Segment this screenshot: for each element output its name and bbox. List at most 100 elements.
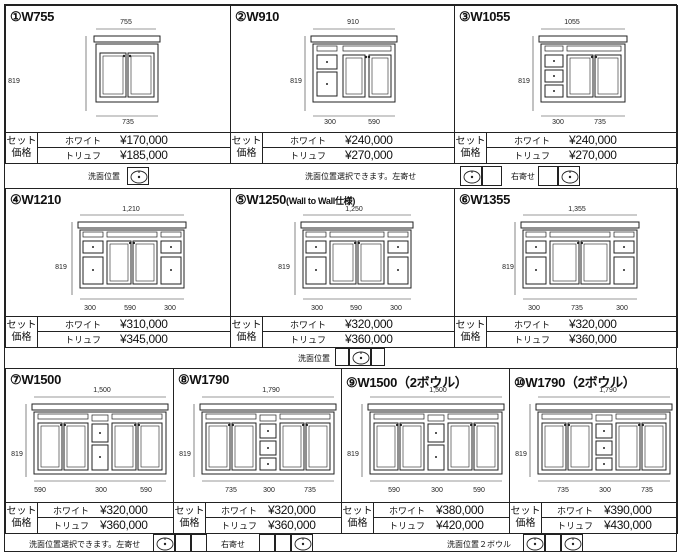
bottom-dim-3: 300 — [616, 305, 628, 312]
model-cell-w910: ②W910 910 819 300 590 — [230, 5, 455, 164]
sink-left-option[interactable] — [460, 166, 482, 186]
model-title: ⑤W1250(Wall to Wall仕様) — [235, 192, 355, 208]
set-price-label: セット価格 — [174, 503, 206, 533]
model-title: ⑦W1500 — [10, 372, 62, 387]
two-bowl-center-empty — [545, 534, 561, 552]
bottom-dim-3: 300 — [390, 305, 402, 312]
sink-right-empty — [538, 166, 558, 186]
model-title: ②W910 — [235, 9, 280, 24]
model-title: ⑨W1500（2ボウル） — [346, 375, 468, 390]
white-label: ホワイト — [513, 320, 550, 330]
model-subtitle: (Wall to Wall仕様) — [286, 196, 356, 206]
sink-center-option[interactable] — [349, 348, 371, 366]
sink-icon — [352, 351, 370, 365]
vanity-drawing — [528, 395, 676, 487]
vanity-drawing — [513, 213, 643, 305]
bottom-dim-1: 300 — [528, 305, 540, 312]
height-dim: 819 — [515, 451, 527, 458]
truffle-price: ¥420,000 — [436, 518, 484, 532]
truffle-price: ¥360,000 — [345, 332, 393, 346]
model-cell-w1790-2bowl: ⑩W1790（2ボウル） 1,790 819 735 300 735 — [509, 368, 678, 534]
sink-icon — [463, 170, 481, 184]
truffle-price: ¥430,000 — [604, 518, 652, 532]
truffle-label: トリュフ — [52, 521, 89, 531]
truffle-label: トリュフ — [289, 151, 326, 161]
sink-icon — [561, 170, 579, 184]
width-dim: 910 — [347, 19, 359, 26]
bottom-dim: 735 — [122, 119, 134, 126]
width-dim: 1055 — [564, 19, 580, 26]
price-table: セット価格 ホワイト¥320,000 トリュフ¥360,000 — [6, 502, 173, 533]
sink-right-label: 右寄せ — [511, 172, 535, 181]
width-dim: 1,210 — [122, 206, 140, 213]
white-price: ¥320,000 — [100, 503, 148, 517]
white-price: ¥320,000 — [569, 317, 617, 331]
vanity-drawing — [360, 395, 508, 487]
set-price-label: セット価格 — [510, 503, 542, 533]
model-title: ④W1210 — [10, 192, 62, 207]
bottom-dim-2: 590 — [350, 305, 362, 312]
height-dim: 819 — [8, 78, 20, 85]
set-price-label: セット価格 — [6, 317, 38, 347]
truffle-label: トリュフ — [513, 151, 550, 161]
sink-right-option[interactable] — [558, 166, 580, 186]
white-price: ¥170,000 — [120, 133, 168, 147]
bottom-dim-2: 300 — [599, 487, 611, 494]
price-sheet: ①W755 755 819 735 セット価格 ホワイト¥170,000 トリュ… — [4, 4, 678, 552]
model-cell-w1500: ⑦W1500 1,500 819 590 300 590 — [5, 368, 174, 534]
price-table: セット価格 ホワイト¥320,000 トリュフ¥360,000 — [231, 316, 454, 347]
sink-icon — [294, 537, 312, 551]
white-price: ¥380,000 — [436, 503, 484, 517]
width-dim: 1,790 — [599, 387, 617, 394]
bottom-dim-1: 590 — [388, 487, 400, 494]
sink-position-left-box[interactable] — [127, 167, 149, 185]
set-price-label: セット価格 — [6, 133, 38, 163]
model-cell-w1250: ⑤W1250(Wall to Wall仕様) 1,250 819 300 590… — [230, 188, 455, 348]
width-dim: 1,790 — [262, 387, 280, 394]
truffle-label: トリュフ — [64, 335, 101, 345]
price-table: セット価格 ホワイト ¥390,000 トリュフ ¥430,000 — [510, 502, 677, 533]
bottom-dim-3: 590 — [473, 487, 485, 494]
truffle-price: ¥345,000 — [120, 332, 168, 346]
bottom-dim-right: 590 — [368, 119, 380, 126]
truffle-label: トリュフ — [556, 521, 593, 531]
sink-right-option[interactable] — [291, 534, 313, 552]
truffle-label: トリュフ — [64, 151, 101, 161]
bottom-dim-2: 300 — [263, 487, 275, 494]
bottom-dim-2: 735 — [571, 305, 583, 312]
white-label: ホワイト — [64, 320, 101, 330]
bottom-dim-3: 735 — [304, 487, 316, 494]
price-table: セット価格 ホワイト¥170,000 トリュフ¥185,000 — [6, 132, 230, 163]
height-dim: 819 — [502, 264, 514, 271]
sink-left-empty-2 — [191, 534, 207, 552]
bottom-dim-2: 590 — [124, 305, 136, 312]
sink-icon — [526, 537, 544, 551]
height-dim: 819 — [11, 451, 23, 458]
model-cell-w755: ①W755 755 819 735 セット価格 ホワイト¥170,000 トリュ… — [5, 5, 231, 164]
price-table: セット価格 ホワイト¥310,000 トリュフ¥345,000 — [6, 316, 230, 347]
truffle-price: ¥185,000 — [120, 148, 168, 162]
bottom-dim-2: 300 — [431, 487, 443, 494]
white-label: ホワイト — [220, 506, 257, 516]
sink-left-option[interactable] — [153, 534, 175, 552]
set-price-label: セット価格 — [6, 503, 38, 533]
white-price: ¥240,000 — [569, 133, 617, 147]
set-price-label: セット価格 — [231, 317, 263, 347]
vanity-drawing — [192, 395, 340, 487]
white-price: ¥390,000 — [604, 503, 652, 517]
two-bowl-right-sink — [561, 534, 583, 552]
truffle-label: トリュフ — [388, 521, 425, 531]
truffle-label: トリュフ — [220, 521, 257, 531]
model-cell-w1500-2bowl: ⑨W1500（2ボウル） 1,500 819 590 300 590 — [341, 368, 510, 534]
white-label: ホワイト — [556, 506, 593, 516]
sink-position-label: 洗面位置 — [88, 172, 120, 181]
model-title: ⑩W1790（2ボウル） — [514, 375, 636, 390]
white-price: ¥320,000 — [268, 503, 316, 517]
bottom-dim-left: 300 — [324, 119, 336, 126]
height-dim: 819 — [55, 264, 67, 271]
sink-choose-label: 洗面位置選択できます。左寄せ — [305, 172, 417, 181]
bottom-dim-3: 300 — [164, 305, 176, 312]
vanity-drawing — [24, 395, 172, 487]
vanity-svg — [85, 28, 161, 117]
vanity-drawing — [70, 213, 190, 305]
